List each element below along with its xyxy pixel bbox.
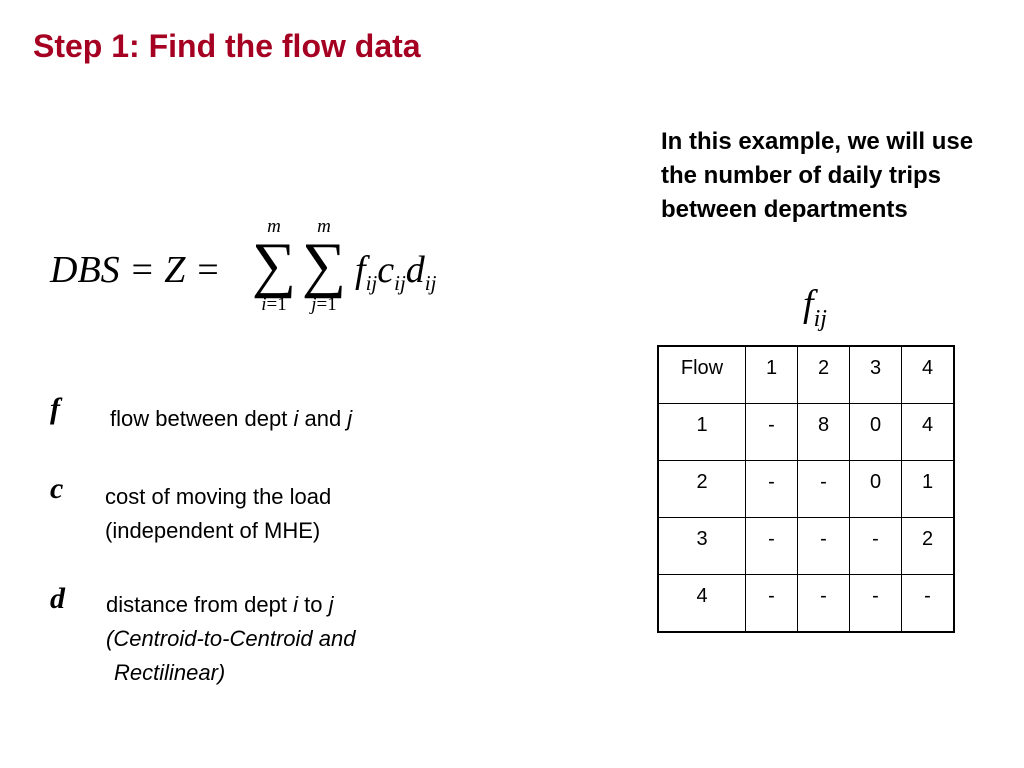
table-cell: 2 — [901, 517, 955, 575]
definition-c-line1: cost of moving the load — [105, 484, 332, 509]
table-cell: - — [797, 574, 850, 633]
table-cell: 8 — [797, 403, 850, 461]
summation-j-upper: m — [317, 216, 331, 237]
definition-d-line2: (Centroid-to-Centroid and — [106, 626, 356, 651]
summation-i: m ∑ i=1 — [244, 216, 304, 316]
table-cell: - — [745, 403, 798, 461]
table-cell: - — [797, 517, 850, 575]
explanation-text: In this example, we will use the number … — [661, 128, 974, 223]
table-cell: - — [849, 574, 902, 633]
summation-i-upper: m — [267, 216, 281, 237]
table-cell: - — [849, 517, 902, 575]
formula-lhs: DBS = Z = — [50, 249, 221, 291]
table-header-cell: Flow — [657, 345, 746, 404]
table-cell: 3 — [657, 517, 746, 575]
symbol-d: d — [50, 582, 65, 615]
table-cell: - — [745, 517, 798, 575]
dbs-formula: DBS = Z = m ∑ i=1 m ∑ j=1 fijcijdij — [50, 216, 490, 336]
definition-f-text: flow between dept i and j — [110, 406, 353, 431]
table-header-cell: 2 — [797, 345, 850, 404]
table-cell: - — [901, 574, 955, 633]
table-header-cell: 1 — [745, 345, 798, 404]
summation-j-lower: j=1 — [311, 294, 337, 315]
table-cell: 0 — [849, 403, 902, 461]
sigma-symbol: ∑ — [301, 231, 347, 299]
symbol-c: c — [50, 472, 64, 505]
flow-table: Flow 1 2 3 4 1 - 8 0 4 2 - - 0 1 3 - - -… — [657, 345, 955, 633]
table-cell: 1 — [657, 403, 746, 461]
definition-d-line1: distance from dept i to j — [106, 592, 334, 617]
table-row: 3 - - - 2 — [657, 517, 955, 575]
definition-d-line3: Rectilinear) — [114, 660, 226, 685]
summation-j: m ∑ j=1 — [294, 216, 354, 316]
table-cell: 4 — [901, 403, 955, 461]
table-row: 2 - - 0 1 — [657, 460, 955, 518]
formula-factors: fijcijdij — [355, 249, 437, 295]
table-cell: 0 — [849, 460, 902, 518]
table-header-cell: 3 — [849, 345, 902, 404]
sigma-symbol: ∑ — [251, 231, 297, 299]
table-cell: 1 — [901, 460, 955, 518]
table-cell: - — [797, 460, 850, 518]
table-row: 1 - 8 0 4 — [657, 403, 955, 461]
table-row: 4 - - - - — [657, 574, 955, 633]
table-cell: - — [745, 460, 798, 518]
table-header-cell: 4 — [901, 345, 955, 404]
flow-symbol: fij — [803, 283, 827, 332]
page-title: Step 1: Find the flow data — [33, 28, 421, 64]
summation-i-lower: i=1 — [261, 294, 287, 315]
table-cell: 4 — [657, 574, 746, 633]
table-header-row: Flow 1 2 3 4 — [657, 345, 955, 404]
table-cell: 2 — [657, 460, 746, 518]
table-cell: - — [745, 574, 798, 633]
symbol-f: f — [50, 392, 60, 425]
definition-c-line2: (independent of MHE) — [105, 518, 321, 543]
